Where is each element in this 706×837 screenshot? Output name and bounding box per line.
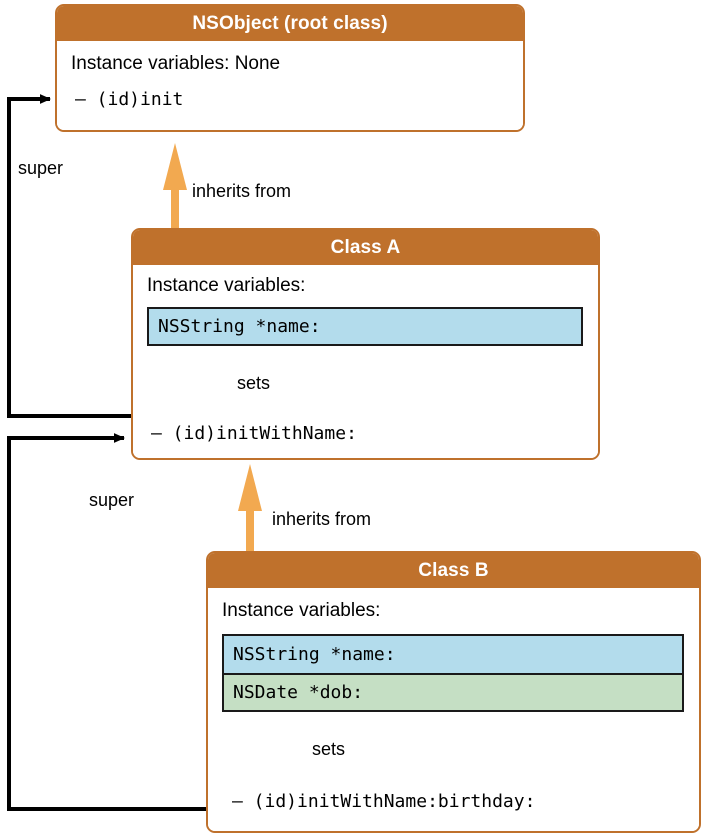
ivar-heading-nsobject: Instance variables: None [71, 53, 281, 74]
class-body-class-a: Instance variables: NSString *name: sets… [133, 265, 598, 458]
super-label-b-to-a: super [89, 490, 135, 510]
class-title-class-b: Class B [208, 553, 699, 588]
class-body-nsobject: Instance variables: None – (id)init [57, 41, 523, 130]
ivar-table-class-b: NSString *name: NSDate *dob: [222, 634, 684, 712]
inherits-label-a-to-nsobject: inherits from [192, 181, 292, 201]
super-connector-a-to-nsobject [7, 94, 140, 418]
method-nsobject-init[interactable]: – (id)init [75, 89, 184, 110]
ivar-table-class-a: NSString *name: [147, 307, 583, 346]
class-box-nsobject[interactable]: NSObject (root class) Instance variables… [55, 4, 525, 132]
class-title-nsobject: NSObject (root class) [57, 6, 523, 41]
method-class-a-init-with-name[interactable]: – (id)initWithName: [151, 423, 357, 444]
ivar-row-name[interactable]: NSString *name: [149, 309, 581, 344]
class-title-class-a: Class A [133, 230, 598, 265]
ivar-heading-class-b: Instance variables: [222, 600, 381, 621]
sets-label-class-b: sets [312, 739, 346, 759]
method-class-b-init-with-name-birthday[interactable]: – (id)initWithName:birthday: [232, 791, 536, 812]
class-box-class-a[interactable]: Class A Instance variables: NSString *na… [131, 228, 600, 460]
super-label-a-to-nsobject: super [18, 158, 64, 178]
inherits-arrow-a-to-nsobject [163, 143, 187, 229]
inherits-arrow-b-to-a [238, 464, 262, 552]
ivar-row-dob[interactable]: NSDate *dob: [224, 673, 682, 710]
class-body-class-b: Instance variables: NSString *name: NSDa… [208, 588, 699, 831]
sets-label-class-a: sets [237, 373, 271, 393]
inherits-label-b-to-a: inherits from [272, 509, 372, 529]
class-box-class-b[interactable]: Class B Instance variables: NSString *na… [206, 551, 701, 833]
ivar-heading-class-a: Instance variables: [147, 275, 306, 296]
ivar-row-name[interactable]: NSString *name: [224, 636, 682, 673]
